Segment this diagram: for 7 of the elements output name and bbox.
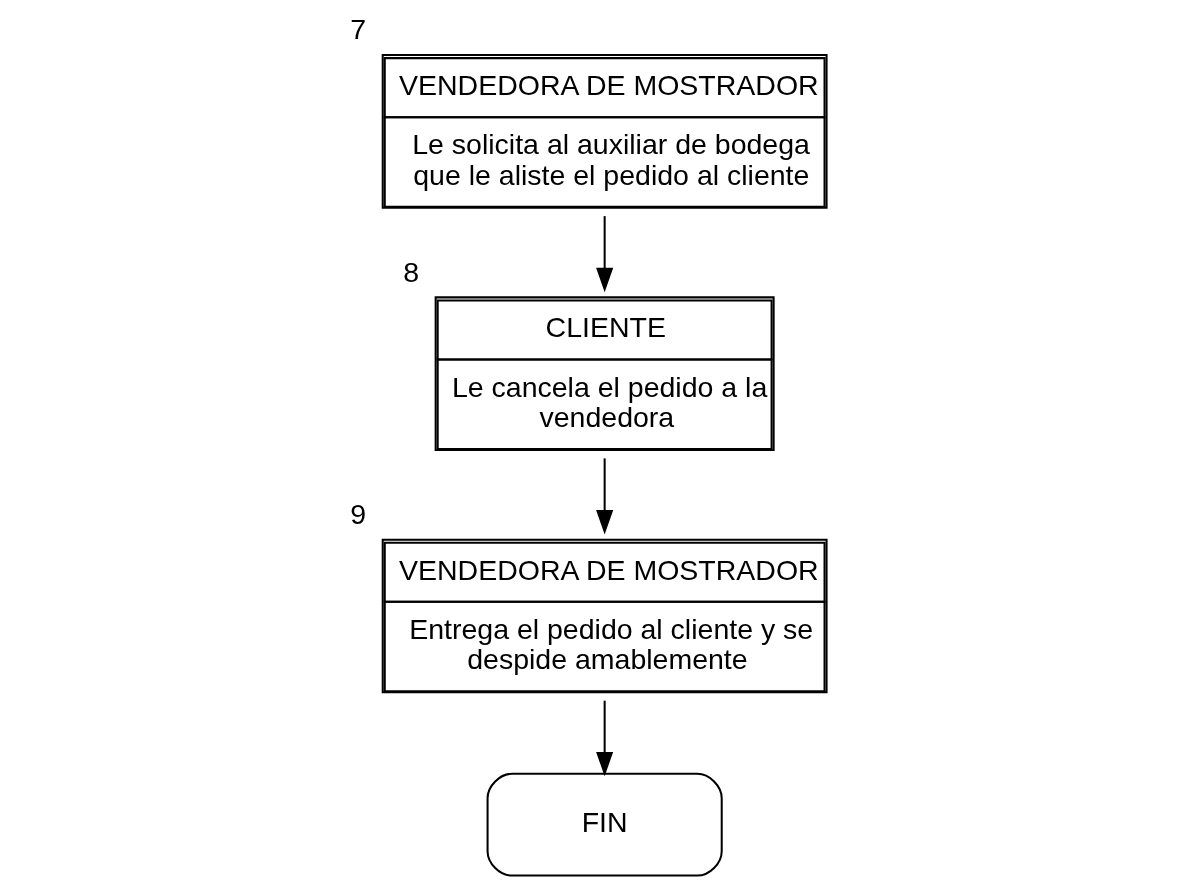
arrow bbox=[595, 216, 613, 293]
node-label: 9 bbox=[349, 497, 366, 530]
node-label: 8 bbox=[402, 255, 419, 288]
node-label: 7 bbox=[349, 13, 366, 46]
arrow bbox=[595, 700, 613, 777]
arrow bbox=[595, 458, 613, 535]
node-box: FIN bbox=[486, 772, 723, 877]
